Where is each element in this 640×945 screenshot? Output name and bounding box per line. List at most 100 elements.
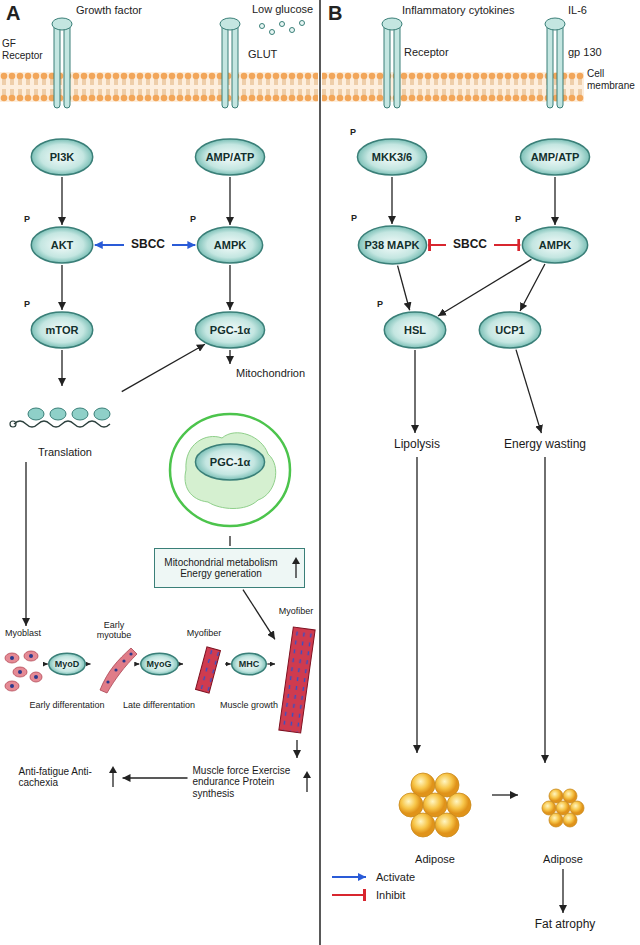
oval-outline [195,139,264,175]
arrow-connector [61,350,62,386]
text-block: PGC-1α [210,456,250,469]
arrow-connector [296,740,297,758]
node-text: Myoblast [5,628,41,638]
text-block: Myoblast [5,628,41,638]
node-text: MKK3/6 [372,151,412,164]
node-text: AMPK [539,239,571,252]
node-text: AKT [51,239,74,252]
text-block: Energy wasting [504,438,586,452]
molecule-oval: MyoG [140,652,179,676]
annotation: Inflammatory cytokines [402,4,534,17]
oval-outline [31,312,92,348]
text-node: SBCC [126,236,170,254]
text-block: MyoD [56,659,78,669]
molecule-oval: PI3K [30,137,94,177]
phospho-mark: P [24,299,34,309]
node-text: Myofiber [187,628,222,638]
node-text: HSL [404,324,426,337]
molecule-oval: HSL [383,310,447,350]
annotation: Low glucose [252,3,318,16]
oval-outline [384,312,445,348]
arrow-connector [562,869,563,913]
oval-outline [197,227,262,263]
text-node: Lipolysis [382,435,452,455]
text-block: Muscle force Exercise endurance Protein … [193,765,295,800]
arrow-connector [554,177,555,225]
text-block: Myofiber [187,628,222,638]
arrow-connector [520,264,545,311]
arrow-connector [61,265,62,310]
legend-line [332,876,366,878]
oval-outline [358,226,426,264]
arrow-shaft [295,563,296,578]
arrow-connector [544,457,545,763]
annotation: GF Receptor [2,38,50,61]
text-block: SBCC [131,238,165,252]
annotation: Cell membrane [587,68,639,91]
arrow-connector [86,663,90,664]
text-block: Lipolysis [394,438,440,452]
molecule-oval: AKT [30,225,94,265]
node-text: Mitochondrial metabolism Energy generati… [162,557,281,580]
node-text: Energy wasting [504,438,586,452]
annotation: IL-6 [568,4,600,17]
node-text: Lipolysis [394,438,440,452]
node-text: AMP/ATP [531,151,580,164]
text-block: Myofiber [279,606,314,616]
molecule-oval: PGC-1α [194,310,266,350]
annotation: Growth factor [76,4,168,17]
legend-text: Inhibit [376,889,405,901]
arrow-connector [492,794,518,795]
molecule-oval: AMPK [521,225,589,265]
text-block: AMPK [539,239,571,252]
legend-line [332,894,366,896]
node-text: Adipose [415,853,455,866]
arrow-connector [414,350,415,433]
arrow-connector [229,536,230,546]
arrow-connector [25,462,26,626]
molecule-oval: AMP/ATP [194,137,266,177]
text-node: Muscle force Exercise endurance Protein … [190,760,315,804]
text-block: Fat atrophy [535,918,596,932]
phospho-mark: P [190,214,200,224]
node-text: Early myotube [94,620,134,641]
text-block: MyoG [148,659,170,669]
arrow-connector [45,663,48,664]
arrow-connector [122,344,205,391]
cell-figure: Adipose [380,755,490,867]
text-block: HSL [404,324,426,337]
node-text: mTOR [46,324,79,337]
text-node: SBCC [448,236,492,254]
molecule-oval: MHC [231,652,267,676]
arrow-connector [179,663,183,664]
text-block: mTOR [46,324,79,337]
node-text: SBCC [453,238,487,252]
node-text: PI3K [50,151,74,164]
node-text: P38 MAPK [364,239,419,252]
process-box: Mitochondrial metabolism Energy generati… [154,548,305,588]
molecule-oval: MyoD [48,652,86,676]
phospho-mark: P [377,299,387,309]
panel-letter: B [328,2,350,25]
cell-figure: Myoblast [2,628,44,694]
node-text: MyoG [147,659,172,669]
oval-outline [31,227,92,263]
activate-connector [95,244,124,246]
node-text: Anti-fatigue Anti-cachexia [19,766,101,789]
legend-row: Inhibit [330,886,415,904]
phospho-mark: P [24,214,34,224]
node-text: Fat atrophy [535,918,596,932]
mitochondrion: MitochondrionPGC-1α [150,366,318,534]
increase-arrow [291,557,301,579]
text-block: Adipose [415,853,455,866]
mitochondrion-matrix [185,433,276,509]
phospho-mark: P [351,213,361,223]
annotation: Muscle growth [214,700,284,710]
legend-text: Activate [376,871,415,883]
text-block: UCP1 [495,324,524,337]
arrow-connector [243,590,275,640]
arrow-connector [61,177,62,225]
annotation: Late differentation [109,700,209,710]
text-block: SBCC [453,238,487,252]
node-text: Myofiber [279,606,314,616]
